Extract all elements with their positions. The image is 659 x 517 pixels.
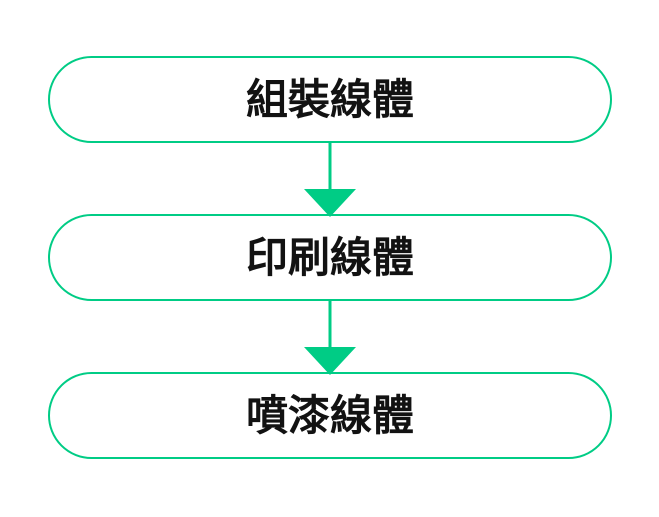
- flow-node-label: 組裝線體: [245, 75, 414, 123]
- arrowhead-down-icon: [304, 189, 356, 217]
- flow-node-label: 印刷線體: [245, 233, 414, 281]
- flow-node-assembly[interactable]: 組裝線體: [48, 56, 612, 143]
- flow-node-painting[interactable]: 噴漆線體: [48, 372, 612, 459]
- flow-node-printing[interactable]: 印刷線體: [48, 214, 612, 301]
- flow-node-label: 噴漆線體: [245, 391, 414, 439]
- arrowhead-down-icon: [304, 347, 356, 375]
